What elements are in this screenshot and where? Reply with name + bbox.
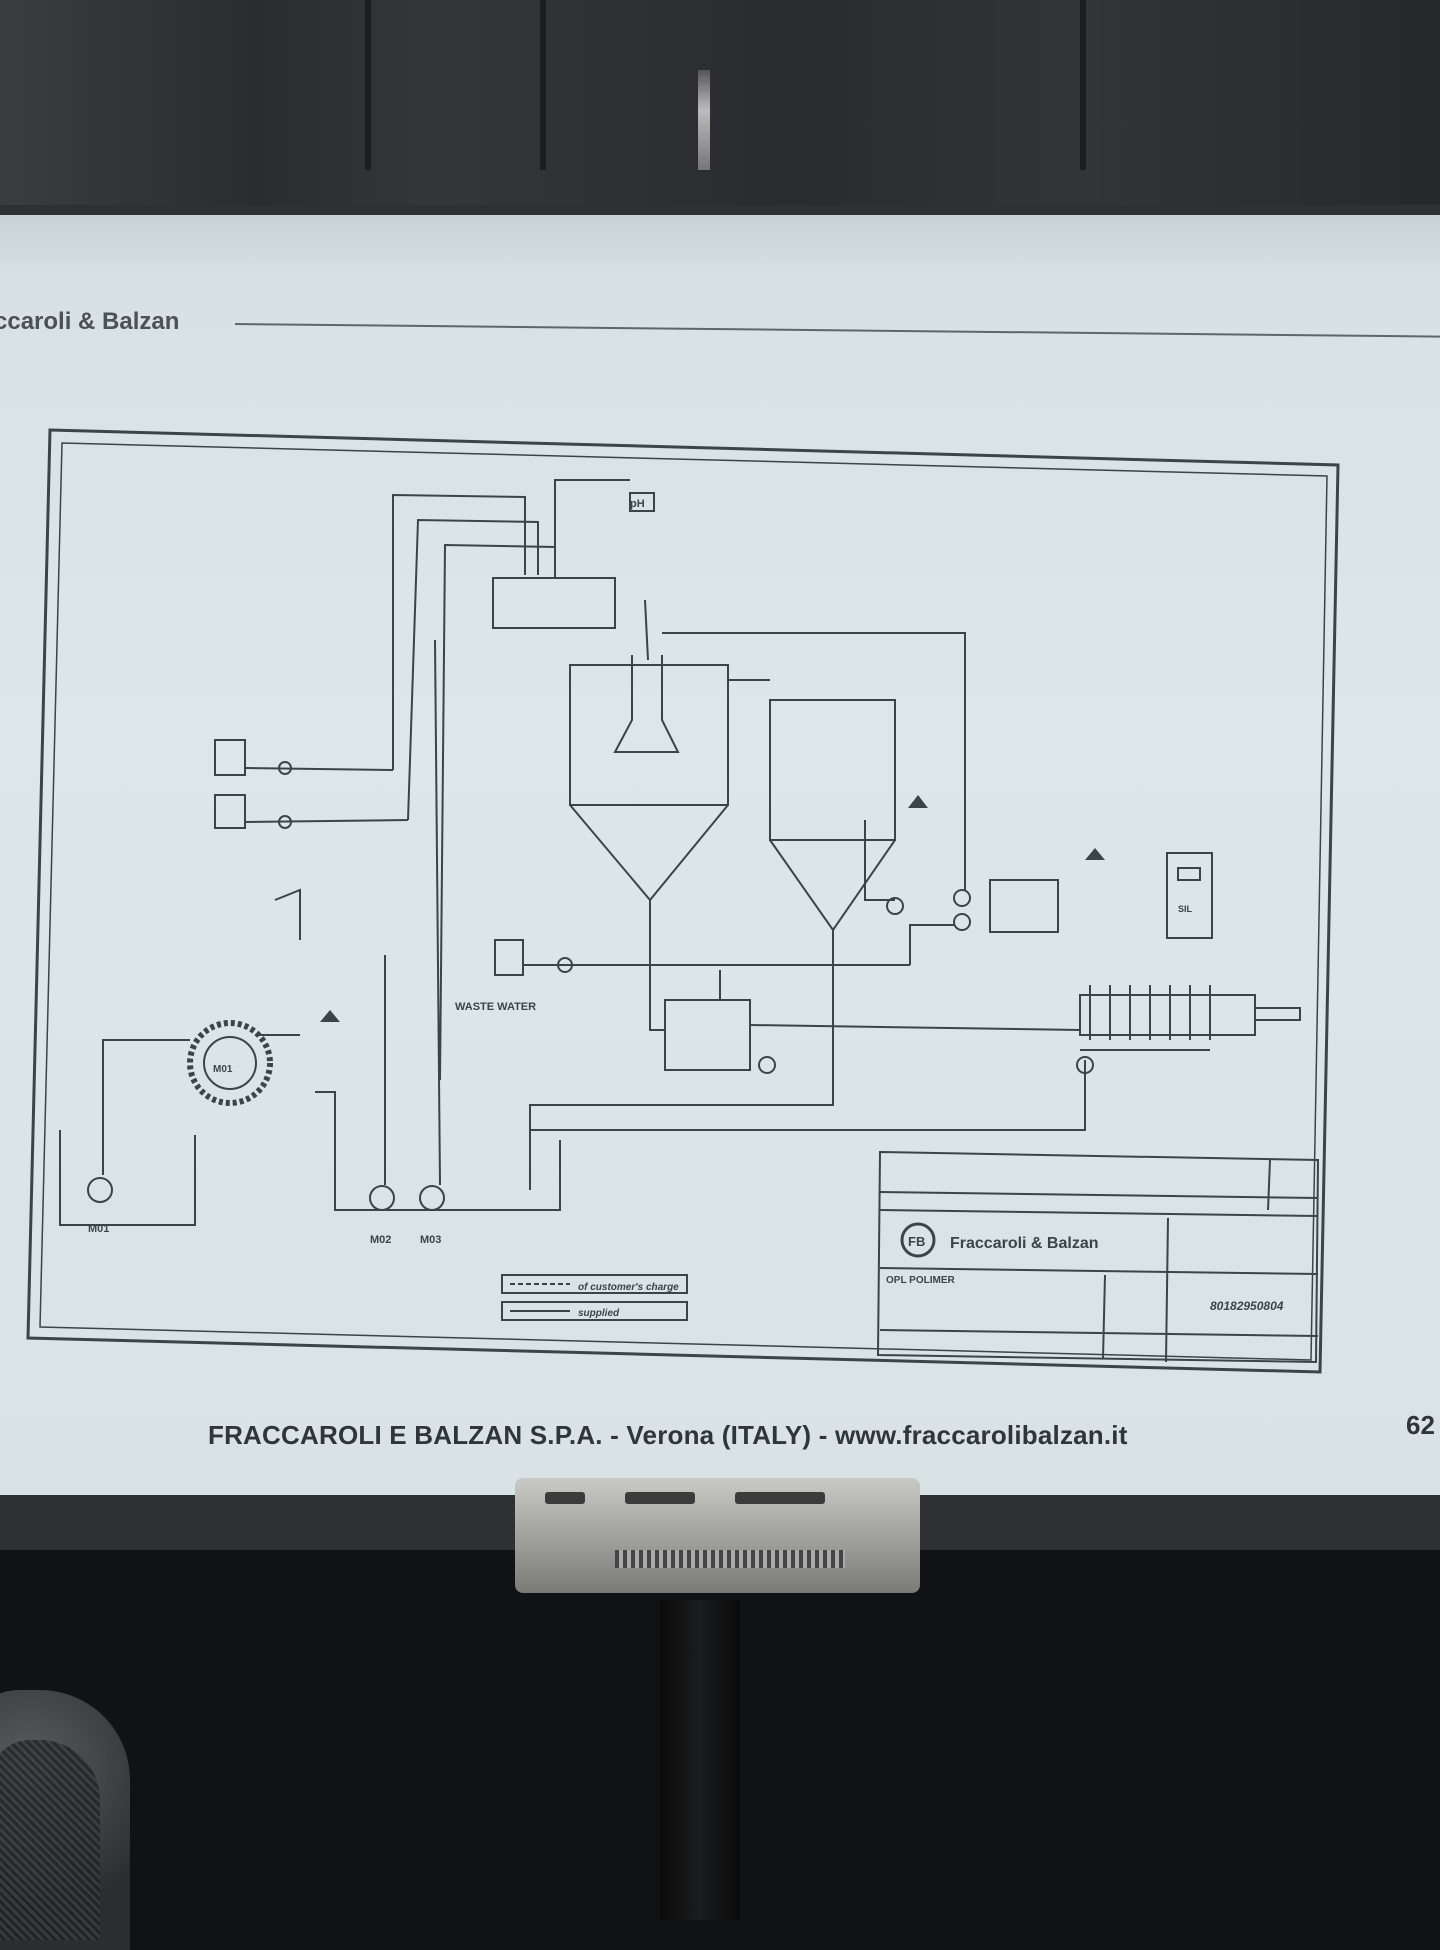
projector [515,1478,920,1593]
legend-supplied: supplied [578,1308,620,1319]
title-block-drawing-number: 80182950804 [1210,1299,1284,1313]
slide-page-number: 62 [1406,1410,1435,1440]
title-block-company: Fraccaroli & Balzan [950,1235,1099,1252]
legend-customer-charge: of customer's charge [578,1282,679,1293]
pump-tag-m01: M01 [88,1223,109,1235]
slide-header-brand: ccaroli & Balzan [0,308,180,335]
projector-port [735,1492,825,1504]
company-logo-mark: FB [908,1234,925,1249]
projection-screen [0,215,1440,1495]
wall-panel-seam [365,0,371,170]
silo-tag: M01 [213,1064,233,1075]
panel-tag: SIL [1178,904,1193,914]
slide-footer: FRACCAROLI E BALZAN S.P.A. - Verona (ITA… [208,1420,1128,1450]
ph-label: pH [630,498,645,510]
dilution-label: WASTE WATER [455,1001,536,1013]
projector-vent [615,1550,845,1568]
chair-mesh [0,1740,100,1940]
title-block-project: OPL POLIMER [886,1275,955,1286]
wall-panel-seam [540,0,546,170]
ceiling-mount-pole [698,70,710,170]
projector-stand [660,1600,740,1920]
pump-tag-m03: M03 [420,1234,441,1246]
background-wall [0,0,1440,210]
wall-panel-seam [1080,0,1086,170]
projector-port [625,1492,695,1504]
projector-port [545,1492,585,1504]
pump-tag-m02: M02 [370,1234,391,1246]
